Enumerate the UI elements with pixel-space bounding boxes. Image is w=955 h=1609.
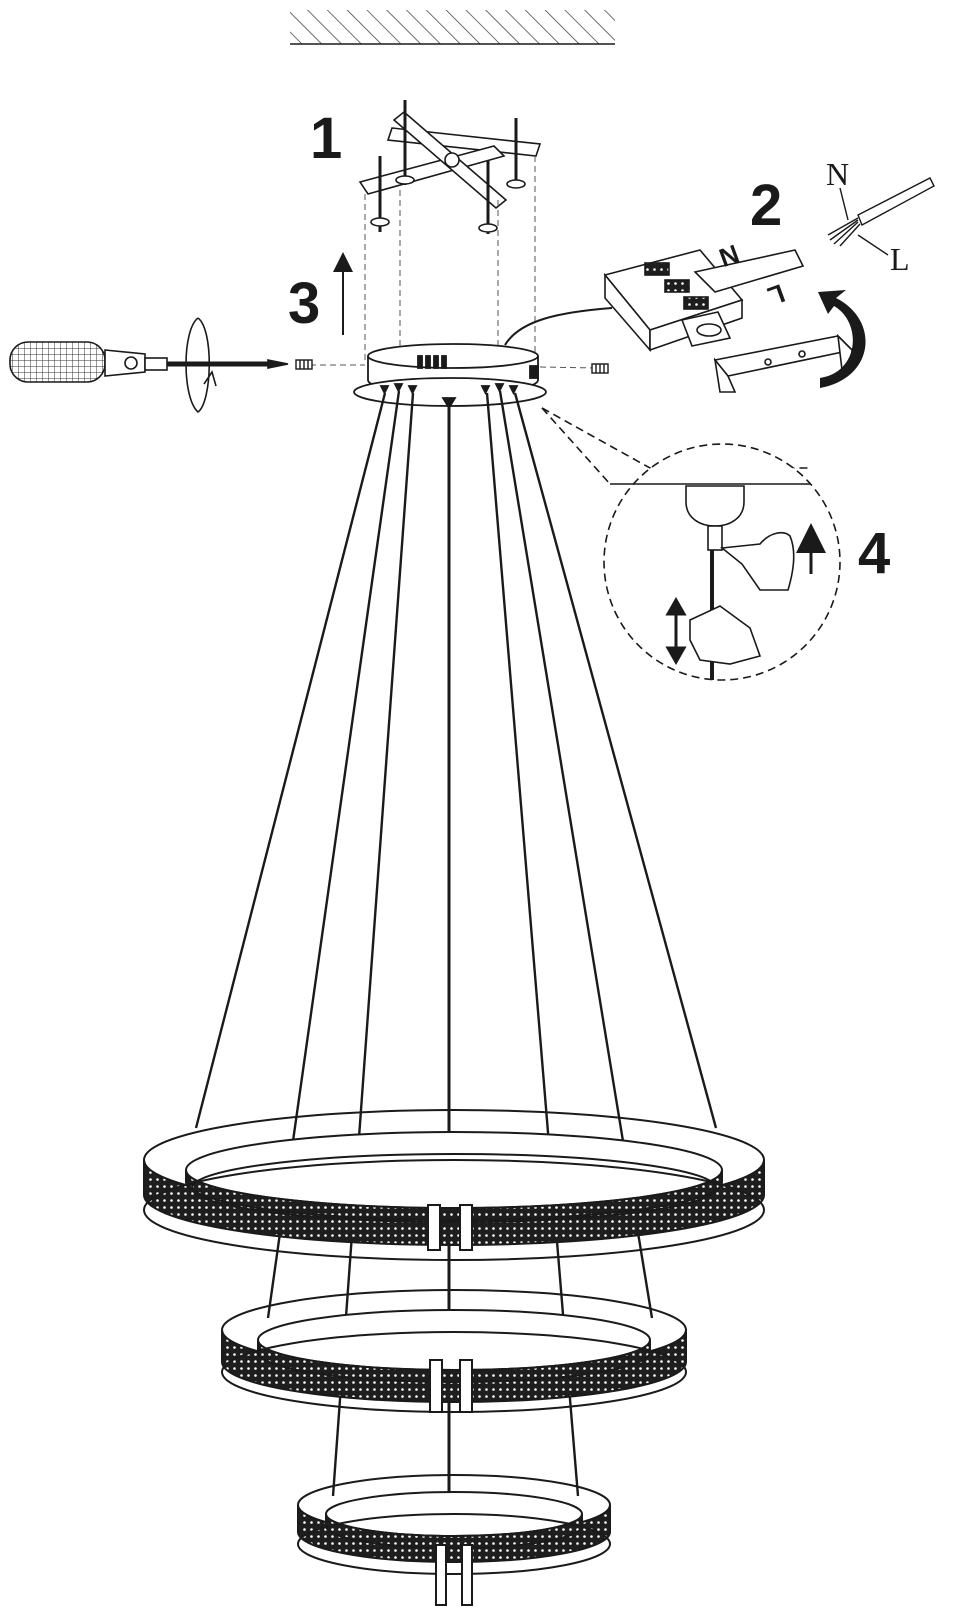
detail-callout: [541, 407, 841, 681]
ring-small: [297, 1474, 611, 1606]
screw-left: [295, 359, 313, 370]
power-cable: [504, 307, 613, 346]
screw-right: [591, 363, 609, 374]
step-1-label: 1: [310, 106, 342, 171]
ring-medium: [221, 1289, 687, 1413]
screwdriver-icon: [9, 317, 289, 414]
junction-bracket: [713, 333, 854, 393]
step-4-label: 4: [858, 521, 890, 586]
step-3-label: 3: [288, 271, 320, 336]
canopy: [353, 343, 547, 410]
supply-cable: [827, 177, 935, 256]
live-wire-label: L: [890, 241, 910, 277]
mounting-bracket: [358, 100, 542, 234]
ceiling-surface: [290, 10, 615, 45]
rotate-arrow: [818, 290, 866, 388]
step-2-label: 2: [750, 173, 782, 238]
neutral-wire-label: N: [826, 156, 849, 192]
guide-lines: [300, 156, 599, 369]
terminal-live-label: L: [764, 278, 789, 312]
ring-large: [143, 1109, 765, 1261]
terminal-block: [603, 249, 805, 353]
adjust-arrow: [665, 596, 687, 666]
